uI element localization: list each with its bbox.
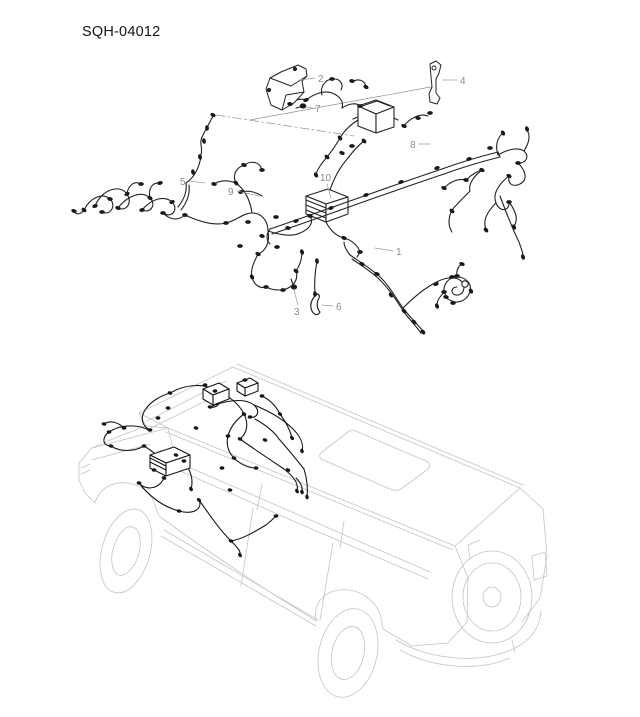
callout-9: 9 — [228, 187, 234, 198]
callout-leaders — [188, 77, 458, 307]
vehicle-location-view — [78, 363, 548, 698]
bolt-part — [295, 103, 307, 109]
callout-3: 3 — [294, 307, 300, 318]
callout-6-leader — [321, 304, 334, 307]
callout-4: 4 — [460, 76, 466, 87]
harness-center-cluster — [184, 161, 318, 295]
callout-2: 2 — [318, 74, 324, 85]
harness-right-cluster — [443, 129, 530, 257]
locator-line-bracket — [249, 85, 437, 121]
spare-tire — [451, 539, 533, 653]
relay-box — [352, 99, 399, 134]
callout-8: 8 — [410, 140, 416, 151]
callout-5: 5 — [180, 177, 186, 188]
callout-7: 7 — [315, 104, 321, 115]
callout-2-leader — [298, 77, 316, 81]
harness-beam-trunk — [266, 151, 501, 245]
sunroof — [319, 430, 430, 491]
callout-9-leader — [236, 190, 260, 197]
callout-7-leader — [305, 106, 313, 109]
callout-5-leader — [188, 180, 206, 184]
page-title: SQH-04012 — [82, 24, 161, 40]
dash-dot-locator-line — [215, 114, 355, 137]
ring-connector — [461, 280, 469, 288]
bolt-3-part — [290, 284, 298, 290]
vehicle-body-outline — [78, 363, 548, 667]
callout-1: 1 — [396, 247, 402, 258]
harness-left-branch — [73, 115, 214, 220]
parts-diagram: 1 2 3 4 5 6 7 8 9 10 — [71, 60, 530, 335]
callout-1-leader — [374, 247, 394, 252]
ecu-module — [305, 188, 349, 223]
callout-3-leader — [293, 289, 299, 306]
vehicle-relay-box-b — [236, 377, 259, 397]
front-wheel — [99, 508, 153, 594]
bracket-plate-part — [265, 64, 308, 111]
callout-labels: 1 2 3 4 5 6 7 8 9 10 — [180, 74, 466, 318]
taillight — [531, 551, 548, 581]
vehicle-harness-overlay — [103, 377, 308, 556]
harness-lower-right-branch — [343, 241, 471, 334]
vehicle-relay-box-a — [202, 382, 230, 406]
connector-blobs — [71, 77, 530, 335]
locator-lines — [215, 85, 437, 137]
rear-wheel — [317, 608, 379, 698]
hook-clip-part — [310, 293, 321, 316]
callout-10: 10 — [320, 173, 332, 184]
callout-10-leader — [326, 183, 332, 199]
vehicle-connector-blobs — [101, 378, 309, 558]
narrow-bracket-part — [428, 60, 442, 105]
callout-6: 6 — [336, 302, 342, 313]
